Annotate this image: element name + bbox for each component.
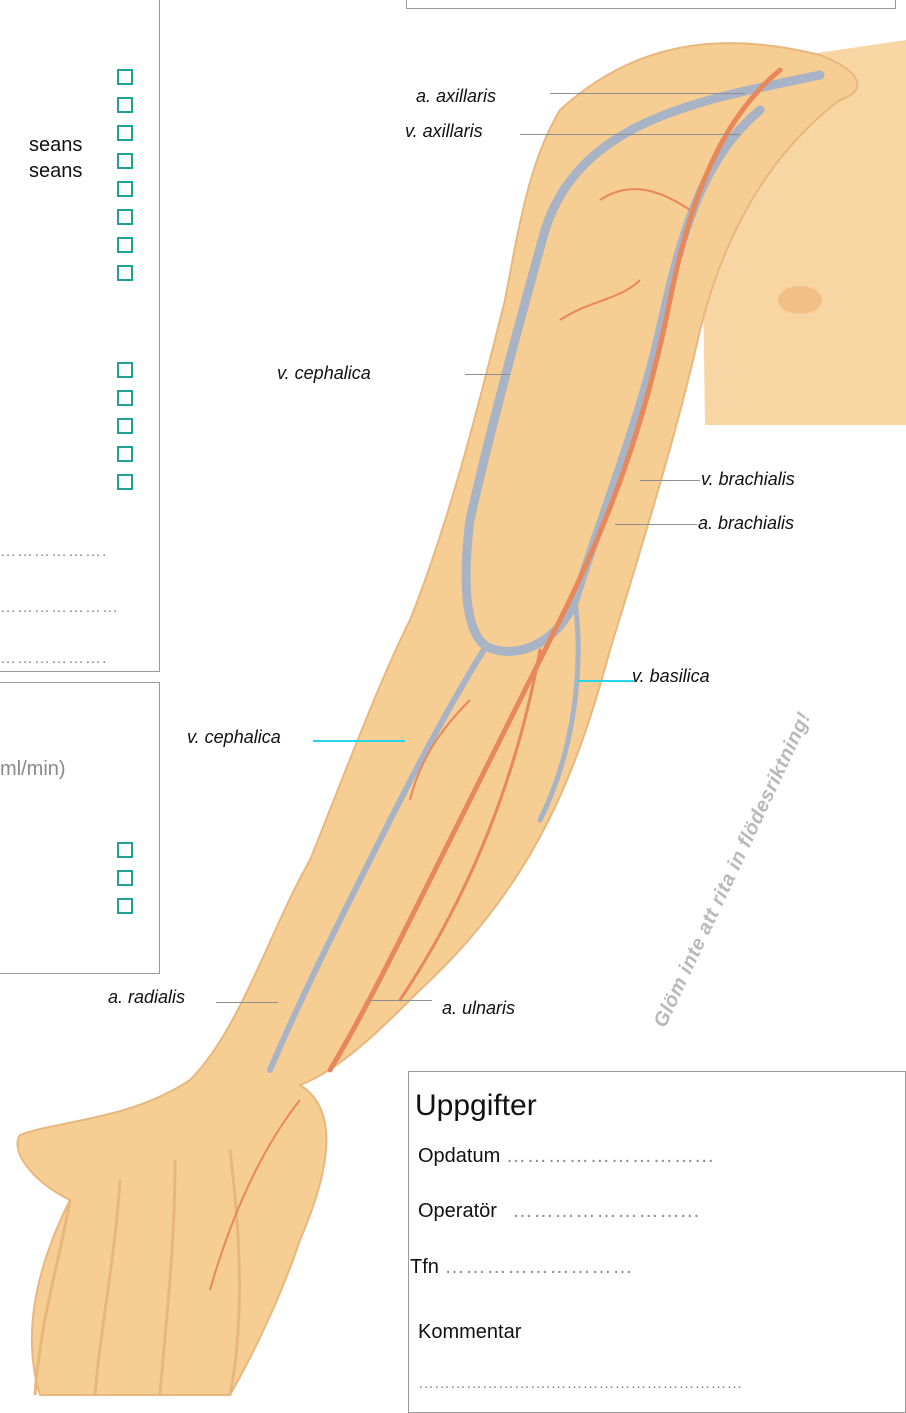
session-checkbox[interactable] <box>117 97 133 113</box>
session-checkbox[interactable] <box>117 209 133 225</box>
label-v-basilica: v. basilica <box>632 666 710 687</box>
flow-checkbox[interactable] <box>117 842 133 858</box>
label-a-brachialis: a. brachialis <box>698 513 794 534</box>
left-panel <box>0 0 160 672</box>
option-checkbox[interactable] <box>117 362 133 378</box>
opdatum-field[interactable]: ………………………... <box>506 1145 715 1167</box>
dotted-line-2[interactable]: ………………… <box>0 599 150 617</box>
session-checkbox[interactable] <box>117 125 133 141</box>
leader-v-axillaris <box>520 134 740 135</box>
seans-text-1: seans <box>29 134 82 157</box>
seans-text-2: seans <box>29 160 82 183</box>
leader-v-brachialis <box>640 480 700 481</box>
flow-panel <box>0 682 160 974</box>
label-v-axillaris: v. axillaris <box>405 121 483 142</box>
flow-checkbox[interactable] <box>117 870 133 886</box>
session-checkbox[interactable] <box>117 69 133 85</box>
label-a-radialis: a. radialis <box>108 987 185 1008</box>
option-checkbox[interactable] <box>117 390 133 406</box>
operator-label: Operatör <box>418 1200 497 1222</box>
session-checkbox[interactable] <box>117 237 133 253</box>
operator-row: Operatör ……………………... <box>418 1200 700 1223</box>
leader-a-ulnaris <box>370 1000 432 1001</box>
leader-a-axillaris <box>550 93 745 94</box>
option-checkbox[interactable] <box>117 474 133 490</box>
dotted-line-3[interactable]: ………………. <box>0 650 150 668</box>
leader-a-radialis <box>216 1002 278 1003</box>
opdatum-row: Opdatum ………………………... <box>418 1145 715 1168</box>
session-checkbox[interactable] <box>117 265 133 281</box>
leader-v-basilica <box>578 680 634 682</box>
dotted-line-1[interactable]: ………………. <box>0 543 150 561</box>
top-frame <box>406 0 896 9</box>
flow-unit-text: ml/min) <box>0 758 66 781</box>
flow-checkbox[interactable] <box>117 898 133 914</box>
option-checkbox[interactable] <box>117 418 133 434</box>
tfn-row: Tfn ……………………… <box>410 1256 633 1279</box>
kommentar-label: Kommentar <box>418 1321 521 1344</box>
label-v-brachialis: v. brachialis <box>701 469 795 490</box>
opdatum-label: Opdatum <box>418 1145 500 1167</box>
operator-field[interactable]: ……………………... <box>513 1200 701 1222</box>
leader-v-cephalica-upper <box>465 374 510 375</box>
tfn-field[interactable]: ……………………… <box>444 1256 633 1278</box>
kommentar-field[interactable]: …………………….……………………………… <box>418 1375 888 1393</box>
uppgifter-title: Uppgifter <box>415 1089 537 1123</box>
leader-a-brachialis <box>615 524 697 525</box>
nipple <box>778 286 822 314</box>
leader-v-cephalica-lower <box>313 740 405 742</box>
label-v-cephalica-upper: v. cephalica <box>277 363 371 384</box>
session-checkbox[interactable] <box>117 181 133 197</box>
tfn-label: Tfn <box>410 1256 439 1278</box>
label-v-cephalica-lower: v. cephalica <box>187 727 281 748</box>
session-checkbox[interactable] <box>117 153 133 169</box>
option-checkbox[interactable] <box>117 446 133 462</box>
label-a-ulnaris: a. ulnaris <box>442 998 515 1019</box>
label-a-axillaris: a. axillaris <box>416 86 496 107</box>
